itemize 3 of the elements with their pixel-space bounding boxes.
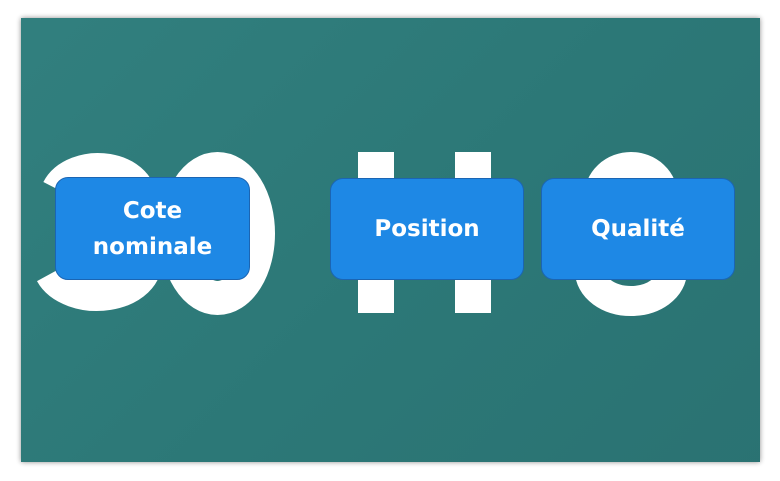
label-box: Qualité bbox=[541, 178, 735, 280]
label-box: Position bbox=[330, 178, 524, 280]
label-box: Cote nominale bbox=[55, 177, 250, 280]
